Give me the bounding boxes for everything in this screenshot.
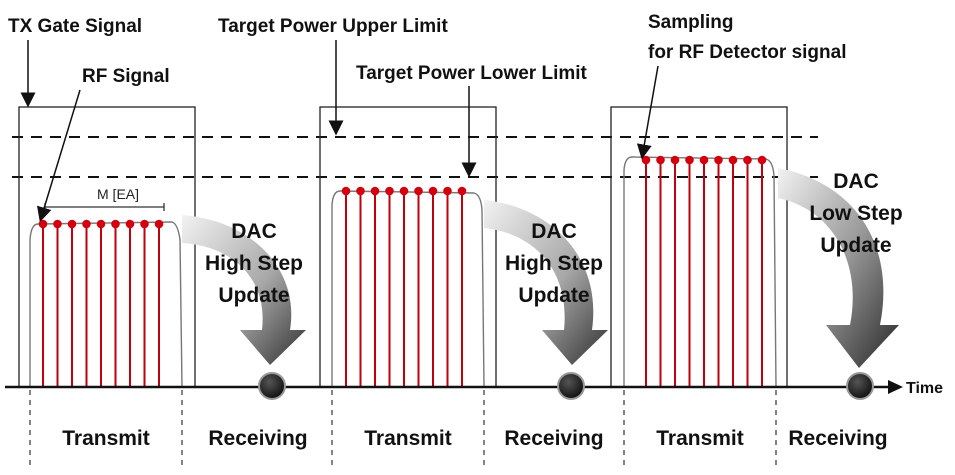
sample-dot (414, 186, 423, 196)
tx-gate-box-3 (610, 106, 788, 388)
sample-dot (641, 155, 651, 165)
sample-dot (743, 155, 752, 165)
sample-dot (399, 186, 409, 196)
receive-node-2 (557, 372, 585, 400)
sample-dot (38, 219, 48, 229)
sample-dot (428, 186, 438, 196)
sample-dot (67, 219, 77, 229)
sample-dot (140, 219, 149, 229)
phase-label-receiving-2: Receiving (504, 427, 603, 450)
sample-dot (699, 155, 709, 165)
sample-dot (670, 155, 680, 165)
sample-dot (82, 219, 91, 229)
dac-update-2-line3: Update (518, 284, 589, 307)
rf-signal-pointer (37, 89, 81, 223)
phase-label-transmit-2: Transmit (364, 427, 452, 450)
phase-label-receiving-3: Receiving (788, 427, 887, 450)
sample-groups (38, 155, 767, 387)
sample-dot (457, 186, 467, 196)
sample-dot (443, 186, 452, 196)
dac-update-arrow-3 (778, 168, 899, 368)
sample-dot (370, 186, 380, 196)
phase-separators (29, 390, 777, 470)
sample-dot (714, 155, 723, 165)
sampling-label-line2: for RF Detector signal (648, 42, 846, 63)
sample-dot (154, 219, 164, 229)
receive-node-1 (258, 372, 286, 400)
dac-update-arrow-1 (182, 215, 306, 365)
dac-update-1-line1: DAC (231, 220, 277, 243)
dac-update-1-line3: Update (218, 284, 289, 307)
phase-label-transmit-3: Transmit (656, 427, 744, 450)
sample-dot (385, 186, 394, 196)
tx-gate-label: TX Gate Signal (8, 16, 142, 37)
sampling-label-line1: Sampling (648, 12, 734, 33)
sample-dot (685, 155, 694, 165)
sample-dot (656, 155, 665, 165)
dac-update-3-line1: DAC (833, 170, 879, 193)
sample-dot (757, 155, 767, 165)
rf-envelope-3 (623, 156, 777, 388)
sample-dot (53, 219, 62, 229)
phase-label-transmit-1: Transmit (62, 427, 150, 450)
m-ea-label: M [EA] (97, 186, 139, 202)
phase-label-receiving-1: Receiving (208, 427, 307, 450)
dac-update-2-line1: DAC (531, 220, 577, 243)
time-label: Time (906, 380, 943, 397)
upper-limit-label: Target Power Upper Limit (218, 16, 448, 37)
rf-signal-label: RF Signal (82, 66, 170, 87)
sampling-pointer (636, 65, 659, 160)
sample-dot (728, 155, 738, 165)
dac-update-arrow-2 (484, 200, 608, 365)
dac-update-3-line2: Low Step (809, 202, 902, 225)
time-axis-arrowhead (888, 380, 903, 394)
dac-update-1-line2: High Step (205, 252, 303, 275)
dac-update-3-line3: Update (820, 234, 891, 257)
sample-dot (111, 219, 120, 229)
dac-update-2-line2: High Step (505, 252, 603, 275)
sample-dot (356, 186, 365, 196)
lower-limit-label: Target Power Lower Limit (356, 63, 588, 84)
sample-dot (125, 219, 135, 229)
tx-gate-box-1 (18, 106, 196, 388)
sample-dot (341, 186, 351, 196)
sample-dot (96, 219, 106, 229)
receive-node-3 (846, 372, 874, 400)
